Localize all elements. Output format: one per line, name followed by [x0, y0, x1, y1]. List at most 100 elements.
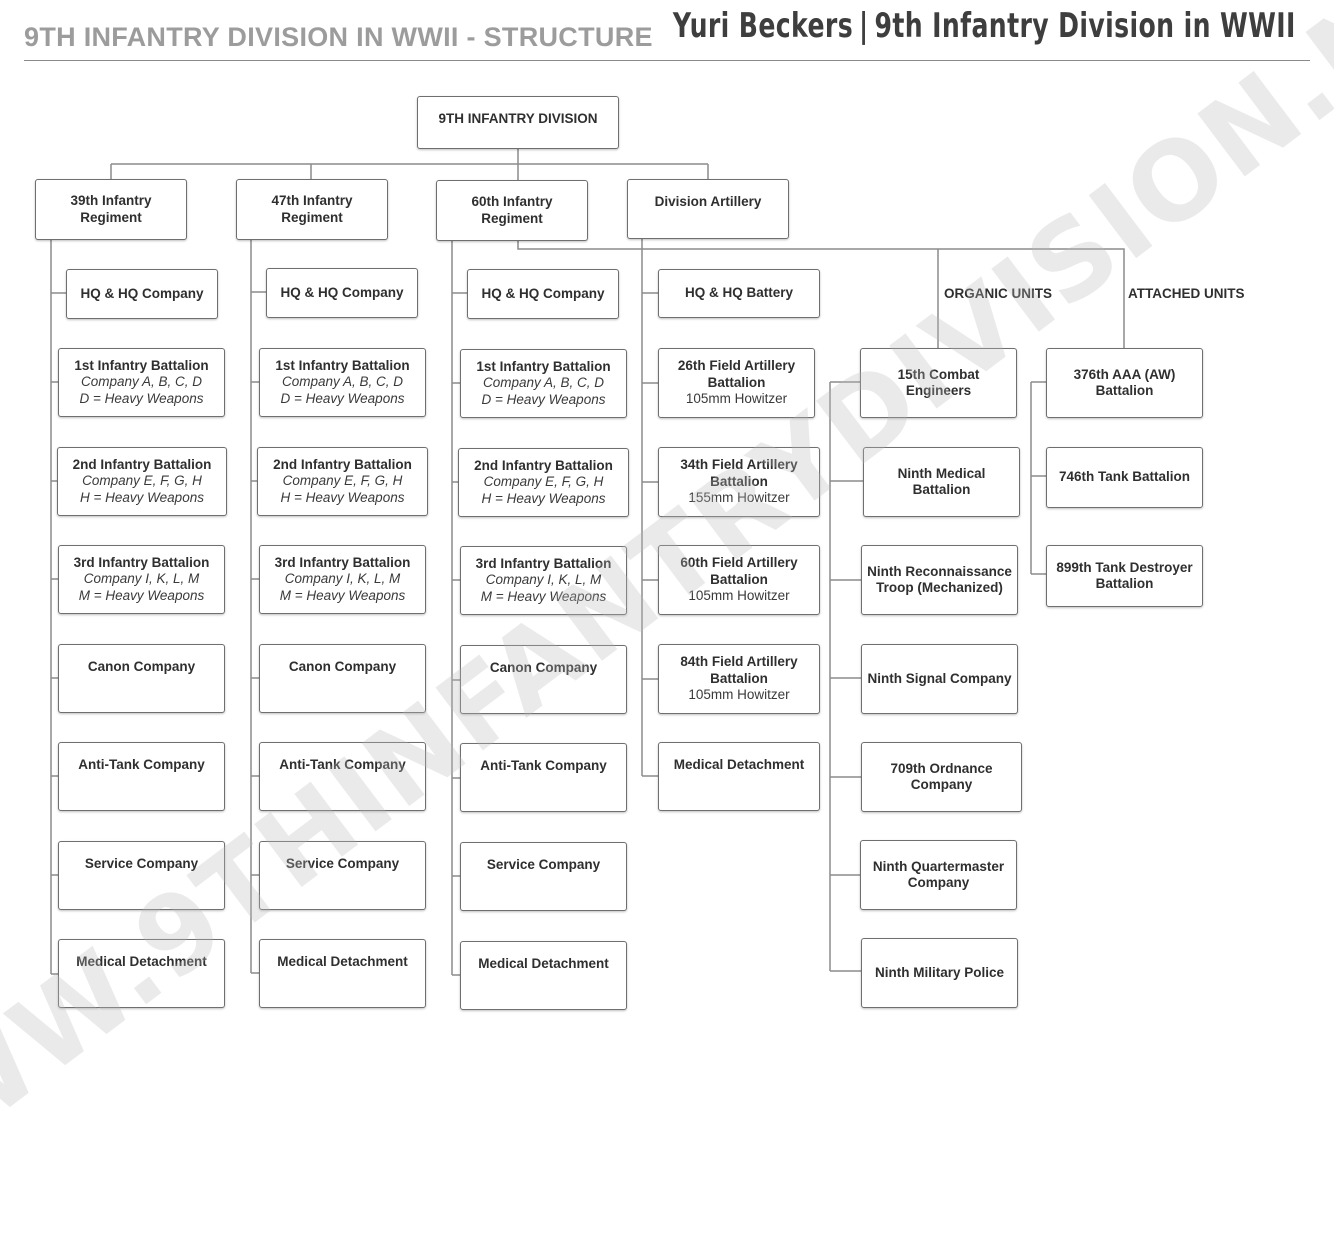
regiment-name: 47th Infantry Regiment [271, 193, 353, 225]
battalion-name: 2nd Infantry Battalion [474, 457, 613, 473]
artillery-unit-box: Medical Detachment [658, 742, 820, 811]
unit-name: Canon Company [87, 659, 196, 674]
unit-box: Canon Company [58, 644, 225, 713]
division-name: 9TH INFANTRY DIVISION [438, 111, 598, 126]
battalion-heavy-weapons: D = Heavy Weapons [280, 390, 405, 406]
unit-name: Anti-Tank Company [78, 757, 205, 772]
artillery-name: Division Artillery [654, 194, 762, 209]
unit-box: Anti-Tank Company [259, 742, 426, 811]
unit-box: Medical Detachment [58, 939, 225, 1008]
unit-name: Ninth Military Police [874, 964, 1005, 980]
unit-name: 709th Ordnance Company [890, 760, 993, 793]
unit-box: Canon Company [460, 645, 627, 714]
unit-name: Service Company [285, 856, 400, 871]
brand-author: Yuri Beckers [673, 6, 854, 46]
unit-box: HQ & HQ Company [66, 269, 218, 319]
battalion-name: 2nd Infantry Battalion [72, 456, 212, 472]
howitzer-type: 105mm Howitzer [688, 588, 790, 604]
brand-site-title: 9th Infantry Division in WWII [874, 6, 1296, 46]
unit-name: 899th Tank Destroyer Battalion [1056, 559, 1193, 592]
battalion-companies: Company A, B, C, D [80, 374, 203, 390]
unit-box: Service Company [259, 841, 426, 910]
battalion-name: 1st Infantry Battalion [275, 357, 410, 373]
battalion-name: 3rd Infantry Battalion [73, 554, 210, 570]
unit-name: Medical Detachment [478, 956, 609, 971]
organic-unit-box: Ninth Military Police [861, 938, 1018, 1008]
unit-name: Canon Company [288, 659, 397, 674]
unit-name: Medical Detachment [277, 954, 408, 969]
page-title: 9TH INFANTRY DIVISION IN WWII - STRUCTUR… [24, 22, 653, 52]
unit-box: Service Company [460, 842, 627, 911]
unit-name: HQ & HQ Battery [684, 285, 794, 301]
howitzer-type: 105mm Howitzer [685, 391, 788, 407]
attached-unit-box: 376th AAA (AW) Battalion [1046, 348, 1203, 418]
battalion-heavy-weapons: M = Heavy Weapons [279, 587, 406, 603]
battalion-name: 1st Infantry Battalion [74, 357, 209, 373]
unit-box: Medical Detachment [259, 939, 426, 1008]
battalion-heavy-weapons: H = Heavy Weapons [280, 489, 405, 505]
regiment-name: 60th Infantry Regiment [471, 194, 553, 226]
unit-name: Ninth Signal Company [867, 670, 1012, 686]
division-artillery-box: Division Artillery [627, 179, 789, 239]
unit-name: Medical Detachment [673, 757, 805, 772]
organic-unit-box: 15th Combat Engineers [860, 348, 1017, 418]
battalion-companies: Company E, F, G, H [282, 473, 403, 489]
unit-name: Medical Detachment [76, 954, 207, 969]
regiment-name: 39th Infantry Regiment [70, 193, 152, 225]
battalion-name: 60th Field Artillery Battalion [680, 555, 798, 587]
brand-separator: | [859, 6, 869, 46]
unit-name: 746th Tank Battalion [1058, 469, 1191, 485]
organic-unit-box: Ninth Reconnaissance Troop (Mechanized) [861, 545, 1018, 615]
unit-box: Canon Company [259, 644, 426, 713]
battalion-companies: Company I, K, L, M [284, 571, 401, 587]
brand-title: Yuri Beckers|9th Infantry Division in WW… [673, 6, 1296, 46]
battalion-heavy-weapons: H = Heavy Weapons [481, 490, 606, 506]
unit-name: Service Company [84, 856, 199, 871]
artillery-unit-box: HQ & HQ Battery [658, 269, 820, 318]
unit-name: Service Company [486, 857, 601, 872]
howitzer-type: 155mm Howitzer [688, 490, 790, 506]
regiment-39-box: 39th Infantry Regiment [35, 179, 187, 240]
regiment-60-box: 60th Infantry Regiment [436, 180, 588, 241]
battalion-companies: Company A, B, C, D [281, 374, 404, 390]
unit-box: Service Company [58, 841, 225, 910]
unit-name: HQ & HQ Company [481, 285, 605, 301]
battalion-name: 3rd Infantry Battalion [274, 554, 411, 570]
battalion-companies: Company I, K, L, M [485, 572, 602, 588]
unit-name: HQ & HQ Company [280, 284, 404, 300]
battalion-name: 34th Field Artillery Battalion [680, 457, 798, 489]
unit-name: Ninth Medical Battalion [897, 465, 986, 498]
unit-name: 15th Combat Engineers [897, 366, 980, 399]
unit-name: 376th AAA (AW) Battalion [1073, 366, 1176, 399]
battalion-companies: Company I, K, L, M [83, 571, 200, 587]
battalion-heavy-weapons: D = Heavy Weapons [79, 390, 204, 406]
battalion-heavy-weapons: M = Heavy Weapons [78, 587, 205, 603]
connector-lines [50, 149, 1125, 976]
battalion-name: 84th Field Artillery Battalion [680, 654, 798, 686]
battalion-companies: Company E, F, G, H [82, 473, 202, 489]
attached-unit-box: 746th Tank Battalion [1046, 447, 1203, 508]
division-box: 9TH INFANTRY DIVISION [417, 96, 619, 149]
organic-unit-box: Ninth Quartermaster Company [860, 840, 1017, 910]
title-rule [24, 60, 1310, 61]
battalion-companies: Company E, F, G, H [483, 474, 604, 490]
organic-unit-box: 709th Ordnance Company [861, 742, 1022, 812]
battalion-name: 2nd Infantry Battalion [273, 456, 412, 472]
organic-unit-box: Ninth Signal Company [861, 644, 1018, 714]
unit-box: Anti-Tank Company [58, 742, 225, 811]
howitzer-type: 105mm Howitzer [688, 687, 790, 703]
battalion-heavy-weapons: D = Heavy Weapons [481, 391, 606, 407]
unit-box: HQ & HQ Company [266, 268, 418, 318]
unit-name: Anti-Tank Company [480, 758, 607, 773]
